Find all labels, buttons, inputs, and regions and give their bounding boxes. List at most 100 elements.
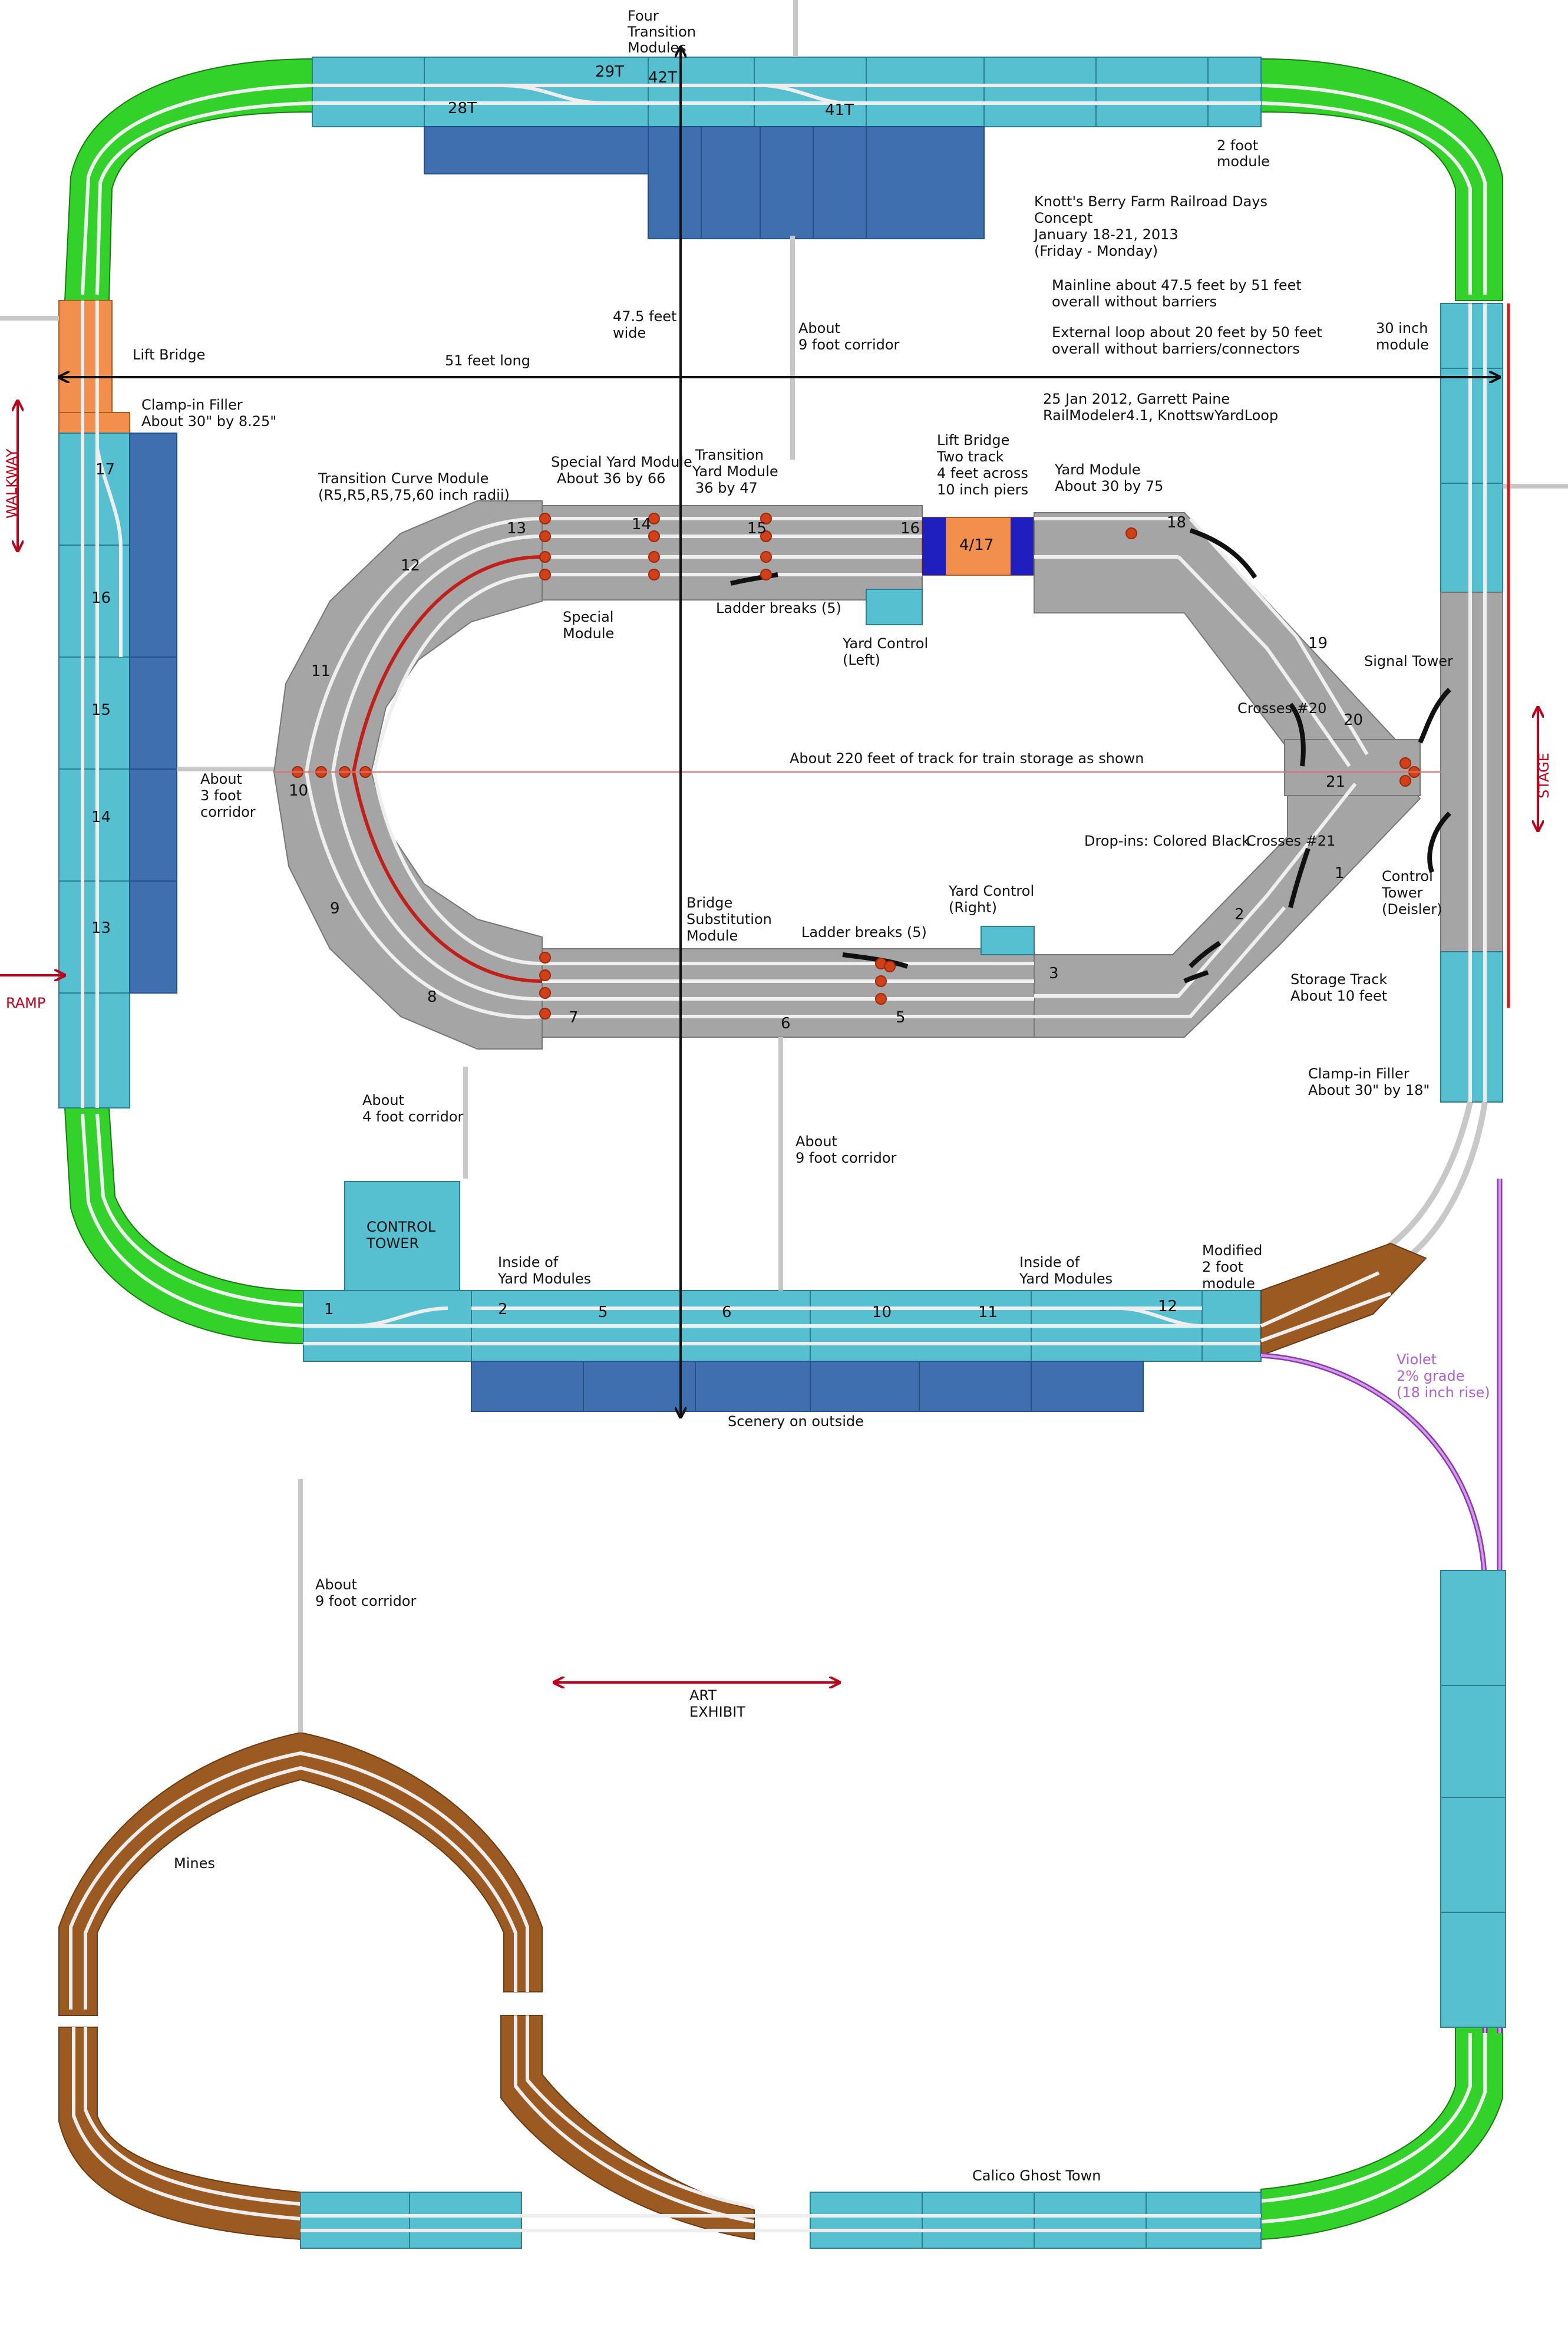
yard-num-8: 8 — [427, 988, 437, 1006]
yard-num-21: 21 — [1326, 773, 1345, 791]
height-label-2: wide — [613, 325, 646, 341]
transition-yard-3: 36 by 47 — [695, 480, 758, 496]
thirty-inch-1: 30 inch — [1376, 320, 1428, 336]
yard-module-2: About 30 by 75 — [1055, 478, 1163, 494]
stage-label: STAGE — [1536, 753, 1552, 799]
title-line-1: Knott's Berry Farm Railroad Days — [1034, 193, 1267, 210]
clamp-filler-left-1: Clamp-in Filler — [141, 397, 243, 413]
bridge-sub-1: Bridge — [686, 895, 732, 911]
special-module-1: Special — [563, 609, 613, 625]
ladder-break-dot — [1399, 775, 1411, 787]
lift-bridge-label: Lift Bridge — [133, 347, 205, 363]
art-label-1: ART — [689, 1687, 717, 1704]
transition-curve-1: Transition Curve Module — [318, 470, 488, 487]
module-42t: 42T — [648, 69, 677, 87]
yard-num-3: 3 — [1049, 965, 1059, 982]
external-line-2: overall without barriers/connectors — [1052, 341, 1300, 357]
inside-left-1: Inside of — [498, 1254, 559, 1271]
ladder-bottom: Ladder breaks (5) — [801, 924, 927, 941]
lift-bridge-yard-2: Two track — [936, 448, 1004, 465]
yard-num-15: 15 — [747, 520, 767, 537]
title-line-4: (Friday - Monday) — [1034, 243, 1158, 259]
transition-label-1: Four — [628, 8, 659, 24]
lift-bridge-yard-4: 10 inch piers — [937, 481, 1028, 498]
control-tower-right-3: (Deisler) — [1382, 901, 1442, 918]
ladder-break-dot — [648, 530, 660, 542]
ladder-break-dot — [875, 975, 887, 987]
ladder-break-dot — [539, 969, 551, 981]
corridor-3-3: corridor — [200, 804, 256, 820]
corridor-4-1: About — [362, 1092, 404, 1108]
left-module-16: 16 — [91, 589, 111, 607]
dimension-arrows — [0, 47, 1538, 1715]
mines-label: Mines — [174, 1855, 215, 1872]
transition-yard-2: Yard Module — [692, 463, 778, 480]
bottom-module-6: 6 — [722, 1304, 732, 1321]
bottom-module-10: 10 — [872, 1304, 892, 1321]
ladder-top: Ladder breaks (5) — [716, 600, 841, 616]
ramp-label: RAMP — [6, 995, 45, 1011]
crosses-20: Crosses #20 — [1237, 700, 1326, 717]
bridge-sub-2: Substitution — [686, 911, 772, 928]
ladder-break-dot — [760, 530, 772, 542]
ladder-break-dot — [539, 1008, 551, 1019]
ladder-break-dot — [539, 987, 551, 999]
bridge-sub-3: Module — [686, 928, 738, 944]
bottom-modules — [303, 1037, 1503, 2033]
clamp-filler-left-2: About 30" by 8.25" — [141, 413, 276, 430]
ladder-break-dot — [539, 569, 551, 580]
module-41t: 41T — [825, 101, 854, 119]
mainline-corner-curves — [64, 58, 1503, 2241]
corridor-9c-2: 9 foot corridor — [315, 1593, 417, 1609]
special-yard-1: Special Yard Module — [551, 454, 692, 470]
labels: Four Transition Modules 28T 29T 42T 41T … — [4, 8, 1552, 2184]
ladder-break-dot — [760, 551, 772, 563]
module-28t: 28T — [448, 100, 477, 117]
yard-num-19: 19 — [1308, 635, 1328, 652]
transition-curve-2: (R5,R5,R5,75,60 inch radii) — [318, 487, 510, 503]
ladder-break-dot — [648, 551, 660, 563]
bottom-module-12: 12 — [1158, 1298, 1177, 1315]
crosses-21: Crosses #21 — [1246, 833, 1335, 849]
yard-num-16: 16 — [900, 520, 920, 537]
lift-bridge-yard-3: 4 feet across — [937, 465, 1028, 481]
scenery-label: Scenery on outside — [728, 1413, 864, 1430]
left-modules — [0, 300, 277, 1108]
yard-num-9: 9 — [330, 900, 340, 918]
corridor-top-1: About — [798, 320, 840, 336]
storage-track-1: Storage Track — [1290, 971, 1387, 988]
yard-num-12: 12 — [401, 557, 420, 575]
ladder-break-dot — [1399, 757, 1411, 769]
clamp-filler-right-1: Clamp-in Filler — [1308, 1065, 1409, 1082]
yard-control-left-2: (Left) — [843, 652, 880, 668]
yard-num-4-17: 4/17 — [959, 536, 993, 554]
yard-loop — [273, 500, 1451, 1361]
two-foot-label-2: module — [1217, 153, 1270, 170]
yard-num-2: 2 — [1234, 906, 1245, 923]
modified-3: module — [1202, 1275, 1255, 1292]
yard-num-13: 13 — [507, 520, 526, 537]
bottom-module-5: 5 — [598, 1304, 608, 1321]
ladder-break-dot — [1125, 527, 1137, 539]
yard-num-5: 5 — [896, 1009, 906, 1027]
inside-left-2: Yard Modules — [497, 1271, 591, 1287]
storage-label: About 220 feet of track for train storag… — [790, 750, 1144, 767]
height-label-1: 47.5 feet — [613, 308, 676, 325]
control-tower-right-2: Tower — [1381, 885, 1423, 901]
control-tower-right-1: Control — [1382, 868, 1433, 885]
corridor-9b-2: 9 foot corridor — [795, 1150, 897, 1166]
yard-num-20: 20 — [1343, 711, 1363, 729]
left-module-15: 15 — [91, 701, 111, 719]
calico-label: Calico Ghost Town — [972, 2167, 1101, 2184]
lift-bridge-yard-1: Lift Bridge — [937, 432, 1009, 448]
title-line-2: Concept — [1034, 210, 1092, 226]
corridor-3-1: About — [200, 771, 242, 787]
modified-2: 2 foot — [1202, 1259, 1243, 1275]
ladder-break-dot — [760, 513, 772, 524]
corridor-3-2: 3 foot — [200, 787, 242, 804]
storage-track-2: About 10 feet — [1290, 988, 1387, 1004]
art-label-2: EXHIBIT — [689, 1704, 745, 1720]
corridor-4-2: 4 foot corridor — [362, 1108, 464, 1125]
